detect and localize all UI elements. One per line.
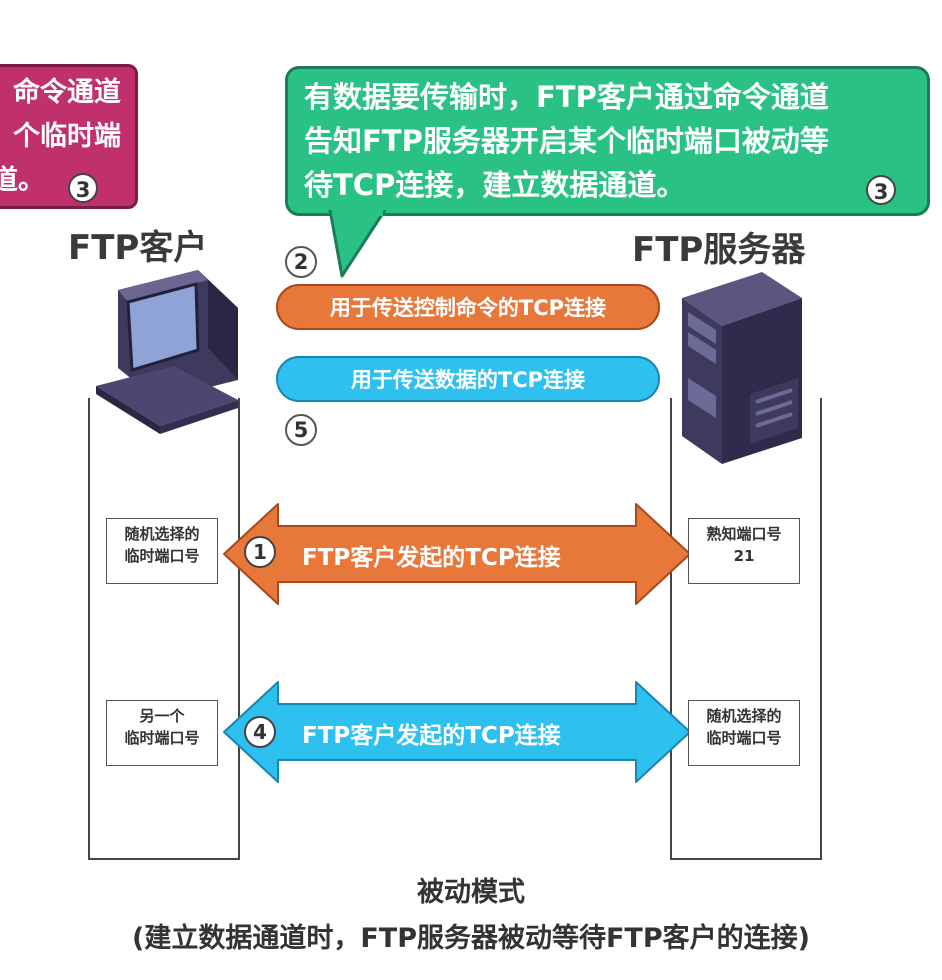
callout-left-line-2: 个临时端 (13, 121, 121, 152)
step-badge-left-callout: 3 (68, 173, 98, 203)
server-lifeline (670, 398, 822, 860)
callout-right-line-3: 待TCP连接，建立数据通道。 (304, 168, 686, 202)
client-port-bottom-line-2: 临时端口号 (124, 729, 200, 747)
client-port-top: 随机选择的 临时端口号 (106, 518, 218, 584)
step-badge-2: 2 (285, 246, 317, 278)
client-port-bottom-line-1: 另一个 (139, 707, 185, 725)
callout-right: 有数据要传输时，FTP客户通过命令通道 告知FTP服务器开启某个临时端口被动等 … (285, 66, 930, 216)
arrow-top-label: FTP客户发起的TCP连接 (302, 545, 561, 571)
server-port-top: 熟知端口号 21 (688, 518, 800, 584)
client-lifeline (88, 398, 240, 860)
control-connection-pipe: 用于传送控制命令的TCP连接 (276, 284, 660, 330)
callout-right-line-1: 有数据要传输时，FTP客户通过命令通道 (304, 80, 829, 114)
callout-right-tail (328, 210, 387, 278)
callout-left-line-3-text: 道。 (0, 165, 45, 196)
data-connection-pipe: 用于传送数据的TCP连接 (276, 356, 660, 402)
server-port-bottom: 随机选择的 临时端口号 (688, 700, 800, 766)
step-badge-5: 5 (285, 414, 317, 446)
client-port-top-line-1: 随机选择的 (124, 525, 200, 543)
server-port-bottom-line-1: 随机选择的 (706, 707, 782, 725)
client-port-bottom: 另一个 临时端口号 (106, 700, 218, 766)
step-badge-right-callout: 3 (866, 175, 896, 205)
callout-right-line-2: 告知FTP服务器开启某个临时端口被动等 (304, 124, 829, 158)
server-port-top-line-2: 21 (733, 547, 755, 565)
step-badge-1: 1 (244, 536, 276, 568)
control-connection-label: 用于传送控制命令的TCP连接 (329, 296, 607, 320)
caption-subtitle: (建立数据通道时，FTP服务器被动等待FTP客户的连接) (132, 923, 810, 954)
server-icon (682, 272, 802, 464)
server-port-top-line-1: 熟知端口号 (706, 525, 782, 543)
callout-left-line-3: 道。 (0, 159, 135, 203)
server-title: FTP服务器 (632, 230, 806, 270)
step-badge-4: 4 (244, 716, 276, 748)
callout-left-line-1: 命令通道 (13, 77, 121, 108)
computer-icon (96, 270, 238, 434)
data-connection-label: 用于传送数据的TCP连接 (350, 368, 586, 392)
caption-title: 被动模式 (417, 877, 525, 908)
client-port-top-line-2: 临时端口号 (124, 547, 200, 565)
client-title: FTP客户 (68, 228, 208, 268)
arrow-bottom-label: FTP客户发起的TCP连接 (302, 723, 561, 749)
server-port-bottom-line-2: 临时端口号 (706, 729, 782, 747)
